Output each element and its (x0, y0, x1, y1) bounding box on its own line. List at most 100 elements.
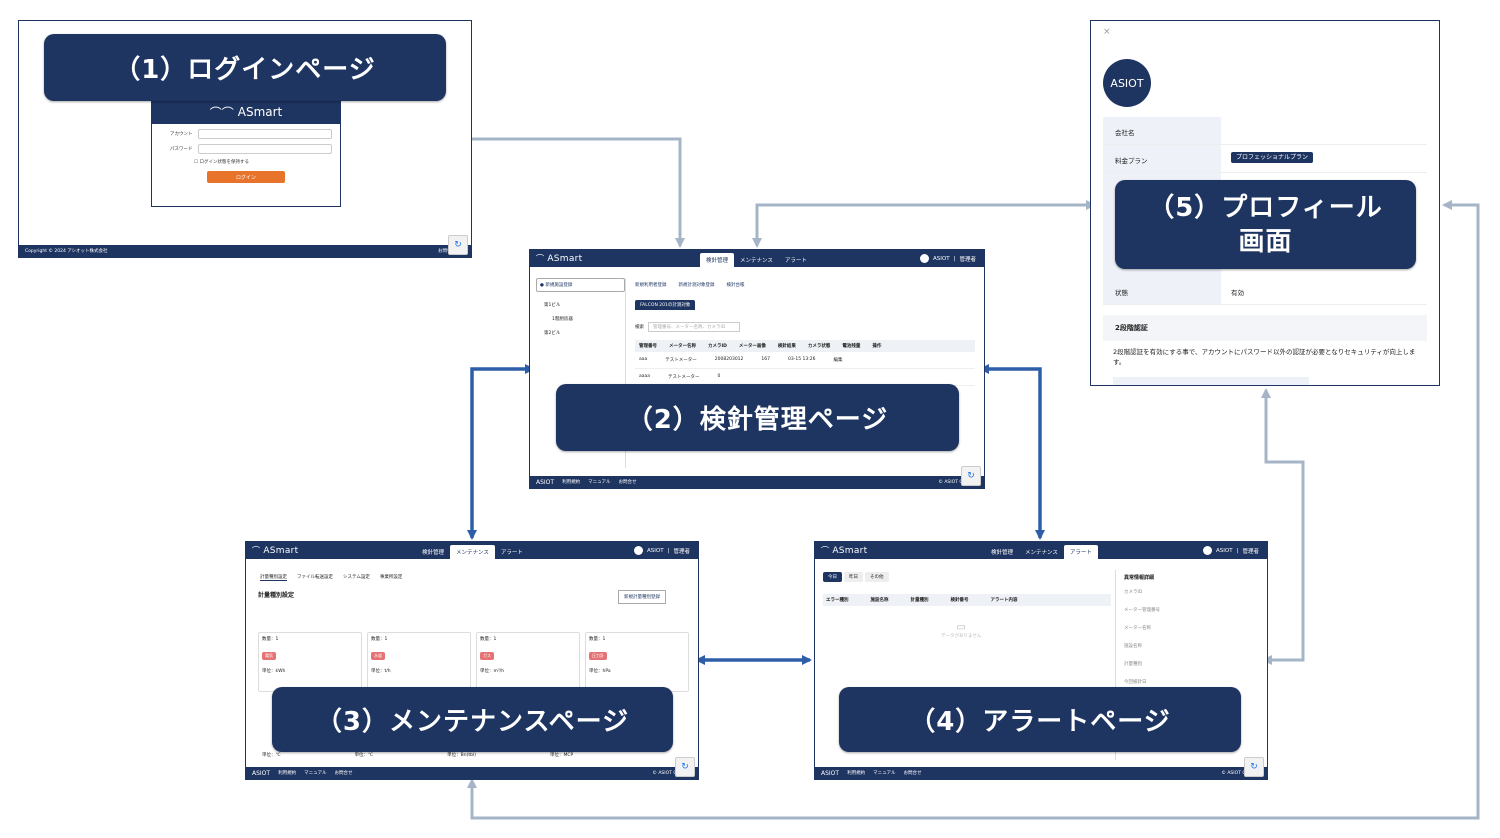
profile-row-status: 状態 有効 (1103, 277, 1427, 305)
subtab-meter-type[interactable]: 計量種別設定 (260, 575, 287, 581)
meter-type-card[interactable]: 数量：1 水道 単位：t/h (367, 632, 471, 692)
account-input[interactable] (198, 129, 332, 139)
manual-link[interactable]: マニュアル (588, 480, 611, 485)
tab-meter[interactable]: 検針管理 (422, 550, 445, 556)
column-header: 電池残量 (842, 344, 861, 349)
app-logo: ⌒ASmart (252, 545, 299, 556)
tab-maintenance[interactable]: メンテナンス (450, 545, 495, 559)
close-icon[interactable]: × (1103, 27, 1111, 37)
ledger-button[interactable]: 検針台帳 (726, 283, 745, 288)
tab-meter[interactable]: 検針管理 (700, 253, 735, 267)
meter-type-card[interactable]: 数量：1 電気 単位：kWh (258, 632, 362, 692)
manual-link[interactable]: マニュアル (873, 771, 896, 776)
sidebar-item-building1[interactable]: 第1ビル (544, 303, 561, 308)
tab-maintenance[interactable]: メンテナンス (1025, 550, 1058, 556)
meter-type-card[interactable]: 数量：1 ガス 単位：m³/h (476, 632, 580, 692)
password-input[interactable] (198, 144, 332, 154)
password-field-row: パスワード (170, 144, 332, 154)
filter-today[interactable]: 今日 (823, 572, 842, 582)
profile-row-company: 会社名 (1103, 117, 1427, 145)
subtab-office[interactable]: 事業所設定 (379, 575, 403, 580)
avatar (920, 254, 930, 263)
meter-type-card[interactable]: 数量：1 圧力計 単位：hPa (585, 632, 689, 692)
caption-maintenance: （3）メンテナンスページ (272, 687, 673, 752)
account-label: アカウント (170, 132, 193, 137)
tab-alert[interactable]: アラート (784, 258, 807, 264)
alert-navbar: ⌒ASmart 検針管理 メンテナンス アラート ASIOT | 管理者 (815, 542, 1267, 559)
new-target-button[interactable]: 新規計測対象登録 (678, 283, 715, 288)
alert-table-header: エラー種別 施設名称 計量種別 検針番号 アラート内容 (823, 594, 1111, 606)
sidebar-item-building2[interactable]: 第2ビル (544, 331, 561, 336)
login-footer: Copyright © 2024 アシオット株式会社 お問い合わせ (19, 245, 471, 257)
terms-link[interactable]: 利用規約 (278, 771, 297, 776)
copyright-text: Copyright © 2024 アシオット株式会社 (25, 249, 108, 254)
arrow-meter-maintenance (467, 364, 535, 540)
meter-navbar: ⌒ASmart 検針管理 メンテナンス アラート ASIOT | 管理者 (530, 250, 984, 267)
column-header: 操作 (872, 344, 882, 349)
empty-state: ▭ データがありません (941, 622, 982, 639)
column-header: メーター名称 (669, 344, 696, 349)
new-meter-type-button[interactable]: 新規計量種別登録 (618, 590, 666, 604)
tab-maintenance[interactable]: メンテナンス (740, 258, 773, 264)
contact-link[interactable]: お問合せ (903, 771, 922, 776)
account-menu[interactable]: ASIOT | 管理者 (1203, 546, 1259, 555)
alert-footer: ASIOT 利用規約 マニュアル お問合せ © ASIOT Co., Ltd. (815, 767, 1267, 779)
password-label: パスワード (170, 147, 193, 152)
table-row[interactable]: aaa テストメーター 2008203012 167 03-15 13:26 編… (635, 352, 975, 369)
app-logo: ⌒ASmart (821, 545, 868, 556)
new-user-button[interactable]: 新規利用者登録 (635, 283, 667, 288)
login-logo: ⌒⌒ ASmart (152, 100, 340, 124)
arrow-login-to-meter (472, 137, 685, 248)
caption-profile: （5）プロフィール 画面 (1115, 180, 1416, 269)
edit-button[interactable]: 編集 (833, 358, 843, 363)
caption-login: （1）ログインページ (44, 34, 446, 101)
tab-alert[interactable]: アラート (1063, 545, 1098, 559)
login-screen: ⌒⌒ ASmart アカウント パスワード ☐ ログイン状態を保持する ログイン… (18, 20, 472, 258)
subtab-file-transfer[interactable]: ファイル転送設定 (297, 575, 333, 580)
caption-alert: （4）アラートページ (839, 687, 1241, 752)
tab-alert[interactable]: アラート (500, 550, 523, 556)
new-facility-button[interactable]: ● 新規施設登録 (536, 278, 625, 292)
app-logo: ⌒ASmart (536, 253, 583, 264)
contact-link[interactable]: お問合せ (618, 480, 637, 485)
recaptcha-icon: ↻ (675, 757, 695, 777)
tab-meter[interactable]: 検針管理 (991, 550, 1014, 556)
terms-link[interactable]: 利用規約 (847, 771, 866, 776)
caption-meter: （2）検針管理ページ (556, 384, 959, 451)
subtab-target[interactable]: FALCON 201の計測対象 (635, 300, 696, 310)
sidebar-item-floor[interactable]: 1階厨房器 (552, 317, 573, 322)
main-tabs: 検針管理 メンテナンス アラート (700, 250, 813, 267)
avatar: ASIOT (1103, 59, 1151, 107)
twofa-text: 2段階認証を有効にする事で、アカウントにパスワード以外の認証が必要となりセキュリ… (1113, 348, 1416, 366)
column-header: メーター画像 (738, 344, 766, 349)
twofa-bar (1113, 377, 1309, 385)
column-header: 管理番号 (639, 344, 657, 349)
account-menu[interactable]: ASIOT | 管理者 (634, 546, 690, 555)
mountain-icon: ⌒ (252, 546, 261, 555)
meter-footer: ASIOT 利用規約 マニュアル お問合せ © ASIOT Co., Ltd. (530, 476, 984, 488)
manual-link[interactable]: マニュアル (304, 771, 327, 776)
keep-login-checkbox[interactable]: ☐ ログイン状態を保持する (194, 160, 249, 165)
bottom-units-row: 単位：℃ 単位：℃ 単位：Bn(tbl) 単位：MCP (262, 753, 574, 758)
avatar (1203, 546, 1213, 555)
mountain-icon: ⌒⌒ (209, 105, 234, 120)
subtab-system[interactable]: システム設定 (343, 575, 370, 580)
arrow-maintenance-profile (467, 200, 1480, 820)
filter-yesterday[interactable]: 昨日 (844, 572, 863, 582)
login-button[interactable]: ログイン (207, 171, 285, 183)
main-tabs: 検針管理 メンテナンス アラート (985, 542, 1098, 559)
type-chip: 電気 (262, 652, 276, 660)
terms-link[interactable]: 利用規約 (562, 480, 581, 485)
meter-toolbar: 新規利用者登録 新規計測対象登録 検針台帳 (635, 282, 745, 288)
filter-other[interactable]: その他 (865, 572, 889, 582)
meter-screen: ⌒ASmart 検針管理 メンテナンス アラート ASIOT | 管理者 ● 新… (529, 249, 985, 489)
mountain-icon: ⌒ (536, 254, 545, 263)
avatar (634, 546, 644, 555)
contact-link[interactable]: お問合せ (334, 771, 353, 776)
arrow-meter-profile (752, 200, 1096, 248)
plan-badge: プロフェッショナルプラン (1231, 152, 1314, 163)
account-menu[interactable]: ASIOT | 管理者 (920, 254, 976, 263)
search-input[interactable]: 管理番号、メーター名称、カメラID (648, 322, 740, 332)
